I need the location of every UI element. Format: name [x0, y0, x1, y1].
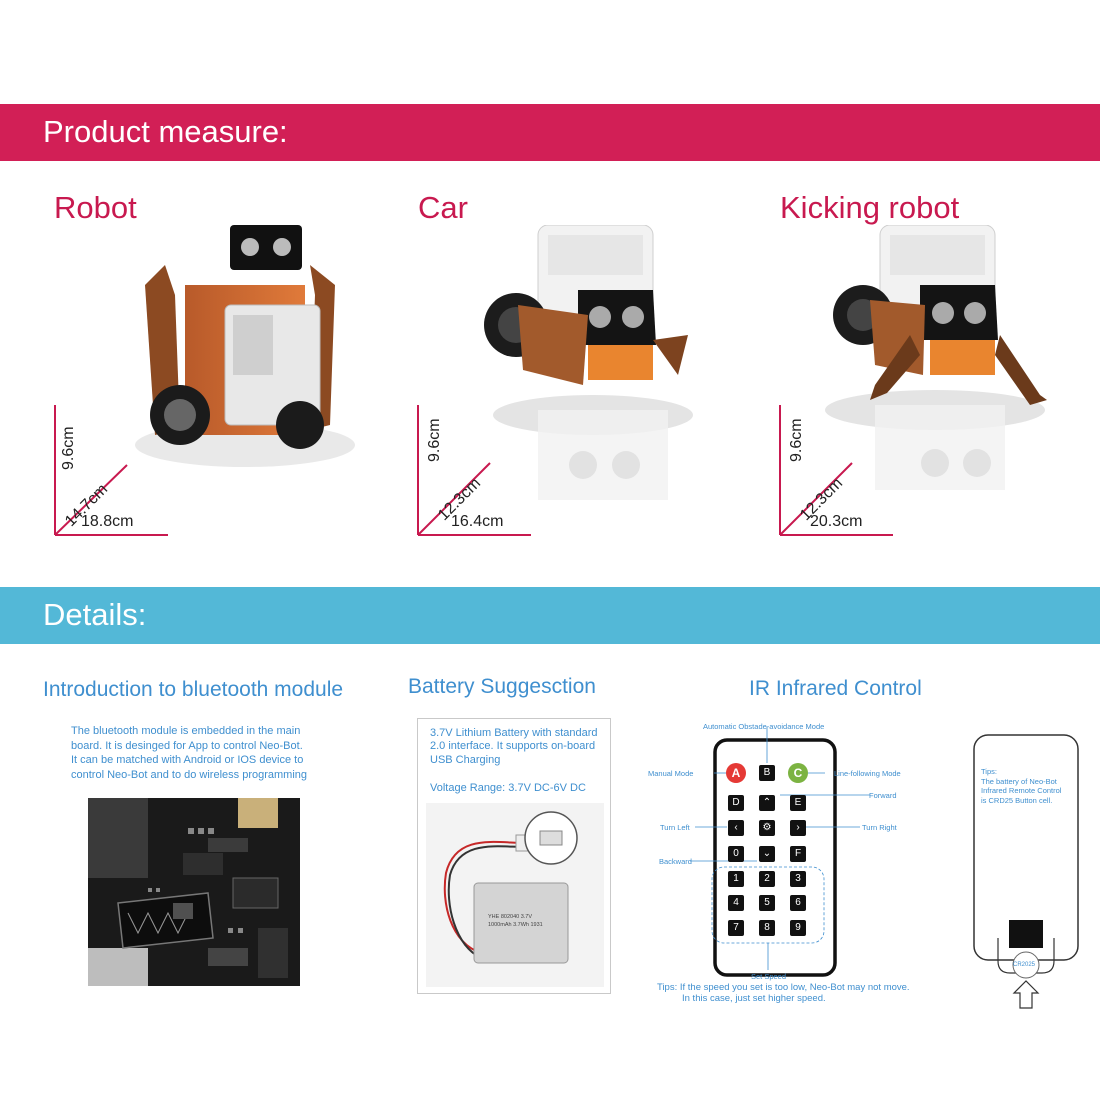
key-d-button[interactable]: D [728, 795, 744, 811]
bluetooth-title: Introduction to bluetooth module [43, 678, 344, 701]
battery-voltage: Voltage Range: 3.7V DC-6V DC [430, 782, 586, 794]
car-photo [478, 225, 708, 515]
phone-tip-line-1: Tips: [981, 767, 997, 776]
car-height-label: 9.6cm [426, 418, 443, 462]
key-right-button[interactable]: › [790, 820, 806, 836]
backward-label: Backward [659, 857, 692, 866]
key-8-button[interactable]: 8 [759, 920, 775, 936]
battery-title: Battery Suggesction [408, 675, 596, 698]
key-5-button[interactable]: 5 [759, 895, 775, 911]
phone-tip-line-3: Infrared Remote Control [981, 786, 1062, 795]
set-speed-label: Set Speed [751, 972, 787, 981]
key-f-button[interactable]: F [790, 846, 806, 862]
key-3-button[interactable]: 3 [790, 871, 806, 887]
obstacle-mode-label: Automatic Obstade-avoidance Mode [703, 722, 825, 731]
phone-tips: Tips: The battery of Neo-Bot Infrared Re… [981, 767, 1061, 805]
kicking-robot-height-label: 9.6cm [788, 418, 805, 462]
key-c-button[interactable]: C [788, 763, 808, 783]
key-e-button[interactable]: E [790, 795, 806, 811]
key-9-button[interactable]: 9 [790, 920, 806, 936]
key-7-button[interactable]: 7 [728, 920, 744, 936]
key-1-button[interactable]: 1 [728, 871, 744, 887]
product-title-kicking-robot: Kicking robot [780, 190, 960, 225]
speed-tip-line-2: In this case, just set higher speed. [682, 993, 826, 1004]
kicking-robot-photo [815, 225, 1060, 495]
battery-line-3: USB Charging [430, 754, 501, 766]
key-left-button[interactable]: ‹ [728, 820, 744, 836]
product-measure-banner: Product measure: [0, 104, 1100, 161]
battery-label-2: 1000mAh 3.7Wh 1931 [488, 922, 543, 928]
key-6-button[interactable]: 6 [790, 895, 806, 911]
product-title-robot: Robot [54, 190, 137, 225]
bluetooth-description: The bluetooth module is embedded in the … [71, 724, 307, 782]
key-gear-button[interactable]: ⚙ [759, 820, 775, 836]
phone-tip-line-2: The battery of Neo-Bot [981, 776, 1057, 786]
battery-line-2: 2.0 interface. It supports on-board [430, 740, 596, 752]
cell-label: CR2025 [1013, 962, 1036, 968]
battery-line-1: 3.7V Lithium Battery with standard [430, 727, 598, 739]
arrow-up-icon [1012, 980, 1040, 1009]
key-b-button[interactable]: B [759, 765, 775, 781]
circuit-board-photo [88, 798, 300, 986]
key-down-button[interactable]: ⌄ [759, 846, 775, 862]
forward-label: Forward [869, 791, 897, 800]
bluetooth-line-1: The bluetooth module is embedded in the … [71, 725, 301, 737]
robot-height-label: 9.6cm [60, 426, 77, 470]
manual-mode-label: Manual Mode [648, 769, 694, 778]
car-width-label: 16.4cm [451, 513, 504, 530]
line-following-label: Line-following Mode [834, 769, 901, 778]
phone-tip-line-4: is CRD25 Button cell. [981, 795, 1053, 805]
battery-label-1: YHE 802040 3.7V [488, 914, 533, 920]
bluetooth-line-4: control Neo-Bot and to do wireless progr… [71, 768, 308, 781]
battery-card: 3.7V Lithium Battery with standard 2.0 i… [417, 718, 611, 994]
details-title: Details: [43, 597, 147, 632]
key-2-button[interactable]: 2 [759, 871, 775, 887]
key-4-button[interactable]: 4 [728, 895, 744, 911]
robot-photo [125, 225, 360, 470]
key-0-button[interactable]: 0 [728, 846, 744, 862]
speed-tip-line-1: Tips: If the speed you set is too low, N… [657, 982, 910, 993]
product-title-car: Car [418, 190, 468, 225]
turn-left-label: Turn Left [660, 823, 690, 832]
dimension-lines [54, 405, 893, 536]
battery-photo: YHE 802040 3.7V 1000mAh 3.7Wh 1931 [426, 803, 604, 992]
bluetooth-line-2: board. It is desinged for App to control… [71, 739, 303, 752]
kicking-robot-width-label: 20.3cm [810, 513, 863, 530]
details-banner: Details: [0, 587, 1100, 644]
key-up-button[interactable]: ⌃ [759, 795, 775, 811]
bluetooth-line-3: It can be matched with Android or IOS de… [71, 754, 304, 766]
product-measure-title: Product measure: [43, 114, 288, 149]
ir-title: IR Infrared Control [749, 677, 922, 700]
ir-remote-icon [690, 727, 870, 977]
turn-right-label: Turn Right [862, 823, 897, 832]
key-a-button[interactable]: A [726, 763, 746, 783]
robot-width-label: 18.8cm [81, 513, 134, 530]
remote-back-icon [973, 734, 1079, 1009]
